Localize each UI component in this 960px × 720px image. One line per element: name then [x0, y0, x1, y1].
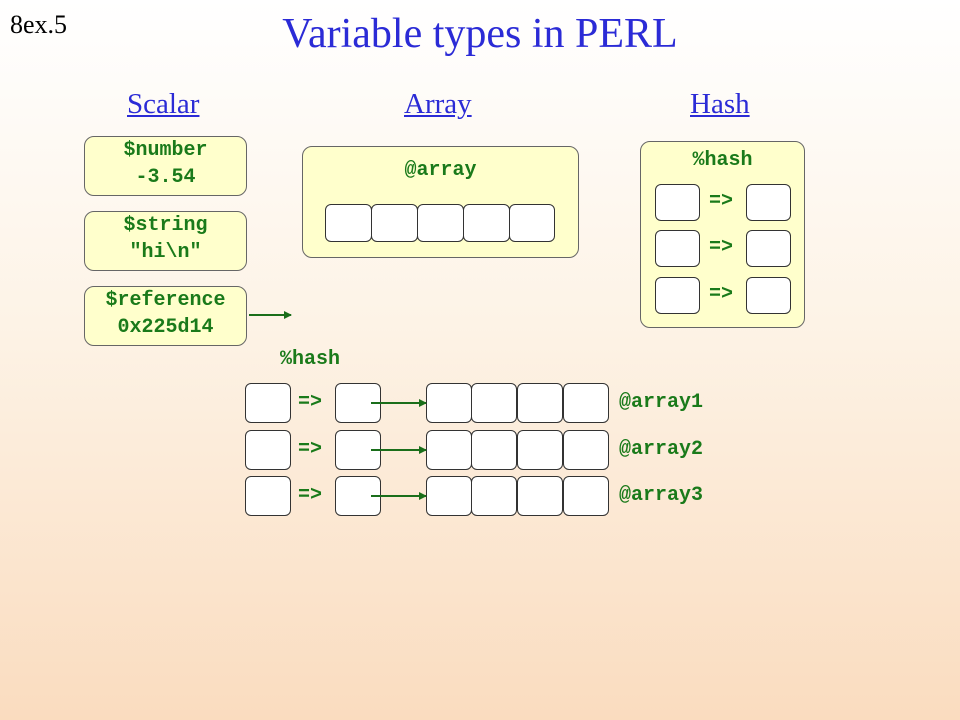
hoa-array-cell [426, 430, 472, 470]
hoa-value-cell [335, 476, 381, 516]
scalar-number-name: $number [123, 139, 208, 162]
hoa-array-cell [517, 430, 563, 470]
hoa-array-cell [563, 430, 609, 470]
hash-key-cell [655, 184, 700, 221]
scalar-string-name: $string [123, 214, 208, 237]
heading-hash[interactable]: Hash [690, 88, 750, 120]
array-cell [371, 204, 418, 242]
hash-name: %hash [692, 149, 753, 172]
array-name: @array [404, 159, 477, 182]
hoa-array-cell [517, 383, 563, 423]
slide-number: 8ex.5 [10, 10, 68, 39]
scalar-string-box: $string "hi\n" [84, 211, 247, 271]
hash-value-cell [746, 184, 791, 221]
hoa-array-cell [517, 476, 563, 516]
hoa-array-cell [563, 476, 609, 516]
hoa-array-label: @array1 [619, 391, 704, 414]
scalar-reference-name: $reference [105, 289, 226, 312]
scalar-reference-box: $reference 0x225d14 [84, 286, 247, 346]
hoa-arrow: => [298, 438, 323, 461]
hoa-array-cell [471, 383, 517, 423]
hoa-array-cell [471, 430, 517, 470]
heading-array[interactable]: Array [404, 88, 472, 120]
heading-scalar[interactable]: Scalar [127, 88, 200, 120]
scalar-string-value: "hi\n" [129, 241, 202, 264]
hash-arrow: => [709, 236, 734, 259]
hash-value-cell [746, 277, 791, 314]
hoa-key-cell [245, 430, 291, 470]
array-cell [509, 204, 555, 242]
scalar-number-value: -3.54 [135, 166, 196, 189]
scalar-reference-value: 0x225d14 [117, 316, 214, 339]
scalar-number-box: $number -3.54 [84, 136, 247, 196]
hash-of-arrays-name: %hash [280, 348, 341, 371]
hoa-array-cell [426, 383, 472, 423]
hoa-arrow: => [298, 484, 323, 507]
hoa-key-cell [245, 476, 291, 516]
hash-arrow: => [709, 283, 734, 306]
hoa-key-cell [245, 383, 291, 423]
hoa-array-label: @array2 [619, 438, 704, 461]
hash-value-cell [746, 230, 791, 267]
array-cell [463, 204, 510, 242]
hoa-array-label: @array3 [619, 484, 704, 507]
hash-arrow: => [709, 190, 734, 213]
hash-key-cell [655, 277, 700, 314]
hoa-array-cell [563, 383, 609, 423]
hash-key-cell [655, 230, 700, 267]
hoa-arrow: => [298, 391, 323, 414]
slide-title: Variable types in PERL [282, 11, 678, 57]
hoa-array-cell [471, 476, 517, 516]
